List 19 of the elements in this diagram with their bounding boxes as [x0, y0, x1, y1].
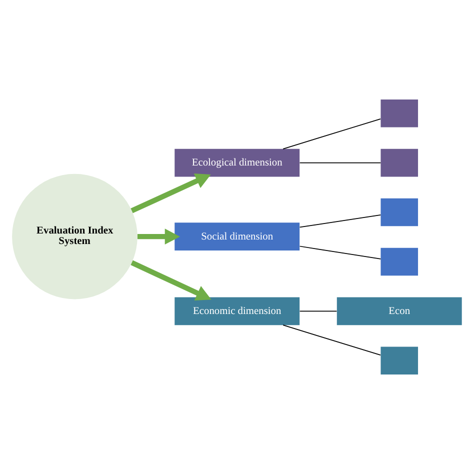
connector	[282, 118, 381, 150]
connector	[299, 162, 382, 164]
connector	[299, 246, 382, 260]
node-box	[380, 99, 418, 128]
node-box	[380, 148, 418, 177]
node-circle: Evaluation Index System	[12, 174, 138, 300]
connector	[299, 214, 382, 228]
node-box: Social dimension	[174, 222, 300, 250]
node-box	[380, 346, 418, 375]
node-box: Econ	[336, 297, 462, 326]
node-box: Ecological dimension	[174, 148, 300, 177]
node-box: Economic dimension	[174, 297, 300, 326]
connector	[282, 324, 381, 356]
node-box	[380, 198, 418, 226]
arrow	[130, 260, 212, 300]
arrow	[130, 174, 211, 214]
connector	[299, 310, 338, 312]
arrow	[137, 228, 180, 245]
node-box	[380, 248, 418, 276]
